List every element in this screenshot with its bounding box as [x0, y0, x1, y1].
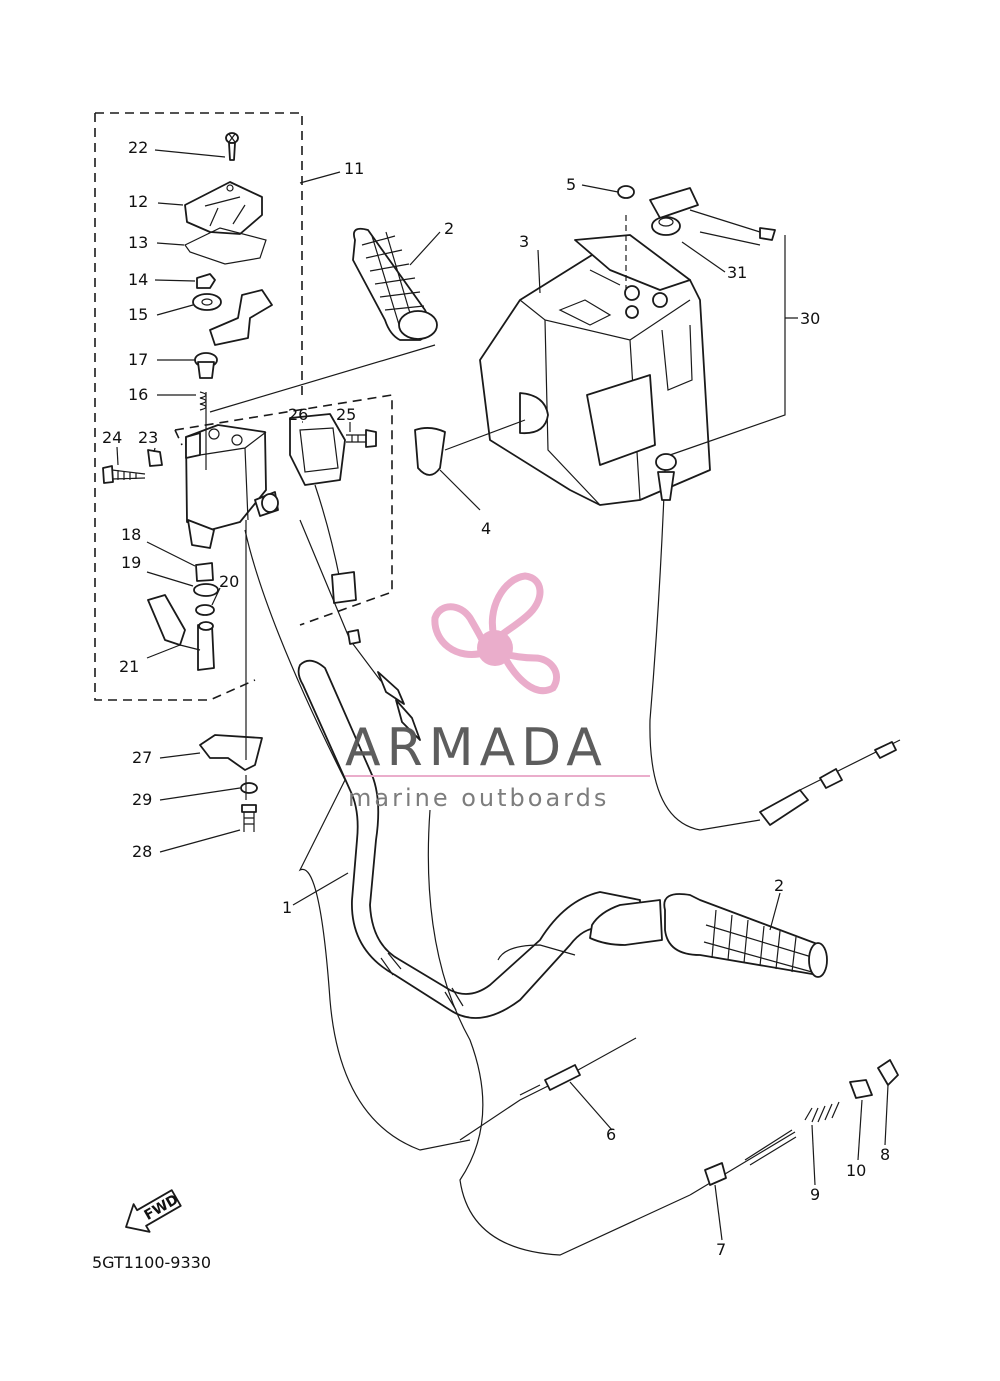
label-20: 20 — [219, 572, 239, 591]
cable-adjuster — [299, 519, 421, 741]
gasket-part-13 — [184, 227, 267, 265]
label-17: 17 — [128, 350, 148, 369]
cover-part-12 — [184, 181, 263, 235]
label-19: 19 — [121, 553, 141, 572]
label-4: 4 — [481, 519, 491, 538]
washer-part-19 — [193, 583, 219, 597]
label-13: 13 — [128, 233, 148, 252]
left-grip-part-2 — [209, 227, 438, 413]
assembly-box-switch — [174, 394, 393, 626]
assembly-box-11 — [94, 112, 303, 701]
label-31: 31 — [727, 263, 747, 282]
nut-part-23 — [147, 449, 163, 467]
label-27: 27 — [132, 748, 152, 767]
right-grip-part-2 — [589, 893, 828, 978]
label-22: 22 — [128, 138, 148, 157]
label-16: 16 — [128, 385, 148, 404]
grommet-part-31 — [651, 216, 681, 236]
bolt-part-24 — [102, 465, 146, 484]
label-26: 26 — [288, 405, 308, 424]
washer-part-15 — [192, 293, 222, 311]
leader-lines — [116, 149, 889, 1241]
label-1: 1 — [282, 898, 292, 917]
nut-part-14 — [196, 273, 216, 289]
propeller-icon — [431, 572, 560, 695]
cap-part-4 — [414, 419, 526, 476]
cable-end-left — [497, 944, 576, 961]
label-9: 9 — [810, 1185, 820, 1204]
drawing-code: 5GT1100-9330 — [92, 1253, 211, 1272]
plug-part-5 — [617, 185, 635, 290]
clamp-part-27 — [199, 734, 263, 771]
switch-part-26 — [289, 413, 357, 604]
label-2-left-grip: 2 — [444, 219, 454, 238]
label-29: 29 — [132, 790, 152, 809]
switch-housing-part-11 — [185, 424, 279, 549]
label-2-right-grip: 2 — [774, 876, 784, 895]
watermark: ARMADA marine outboards — [345, 572, 650, 812]
label-28: 28 — [132, 842, 152, 861]
washer-part-20 — [195, 604, 215, 616]
label-11: 11 — [344, 159, 364, 178]
label-25: 25 — [336, 405, 356, 424]
label-5: 5 — [566, 175, 576, 194]
label-21: 21 — [119, 657, 139, 676]
screw-part-25 — [346, 429, 377, 448]
collar-part-18 — [195, 562, 214, 582]
label-15: 15 — [128, 305, 148, 324]
label-18: 18 — [121, 525, 141, 544]
label-10: 10 — [846, 1161, 866, 1180]
screw-part-22 — [225, 132, 239, 161]
watermark-tagline: marine outboards — [348, 784, 609, 812]
collar-part-17 — [194, 352, 218, 379]
cable-part-6 — [459, 1037, 637, 1141]
throttle-lever-part-21 — [147, 594, 215, 671]
throttle-cable-routing — [244, 529, 471, 1151]
cover-part-3 — [479, 234, 711, 506]
cable-part-30 — [649, 187, 901, 831]
label-12: 12 — [128, 192, 148, 211]
cable-routing-7 — [427, 809, 691, 1256]
washer-part-29 — [240, 782, 258, 794]
label-24: 24 — [102, 428, 122, 447]
label-3: 3 — [519, 232, 529, 251]
lever-plate — [209, 289, 273, 346]
bolt-part-28 — [241, 804, 257, 832]
label-8: 8 — [880, 1145, 890, 1164]
label-14: 14 — [128, 270, 148, 289]
part-number-labels: 1 2 2 3 4 5 6 7 8 9 10 11 12 13 14 15 16… — [102, 138, 890, 1259]
spring-part-16 — [199, 391, 207, 411]
label-6: 6 — [606, 1125, 616, 1144]
handlebar-part-1 — [297, 659, 641, 1019]
label-7: 7 — [716, 1240, 726, 1259]
watermark-brand: ARMADA — [345, 718, 608, 778]
label-30: 30 — [800, 309, 820, 328]
nut-part-8 — [877, 1059, 899, 1086]
fwd-arrow-icon: FWD — [125, 1189, 182, 1233]
spring-part-9 — [804, 1101, 840, 1123]
label-23: 23 — [138, 428, 158, 447]
collar-part-10 — [849, 1079, 873, 1099]
cable-part-7 — [689, 1129, 797, 1196]
